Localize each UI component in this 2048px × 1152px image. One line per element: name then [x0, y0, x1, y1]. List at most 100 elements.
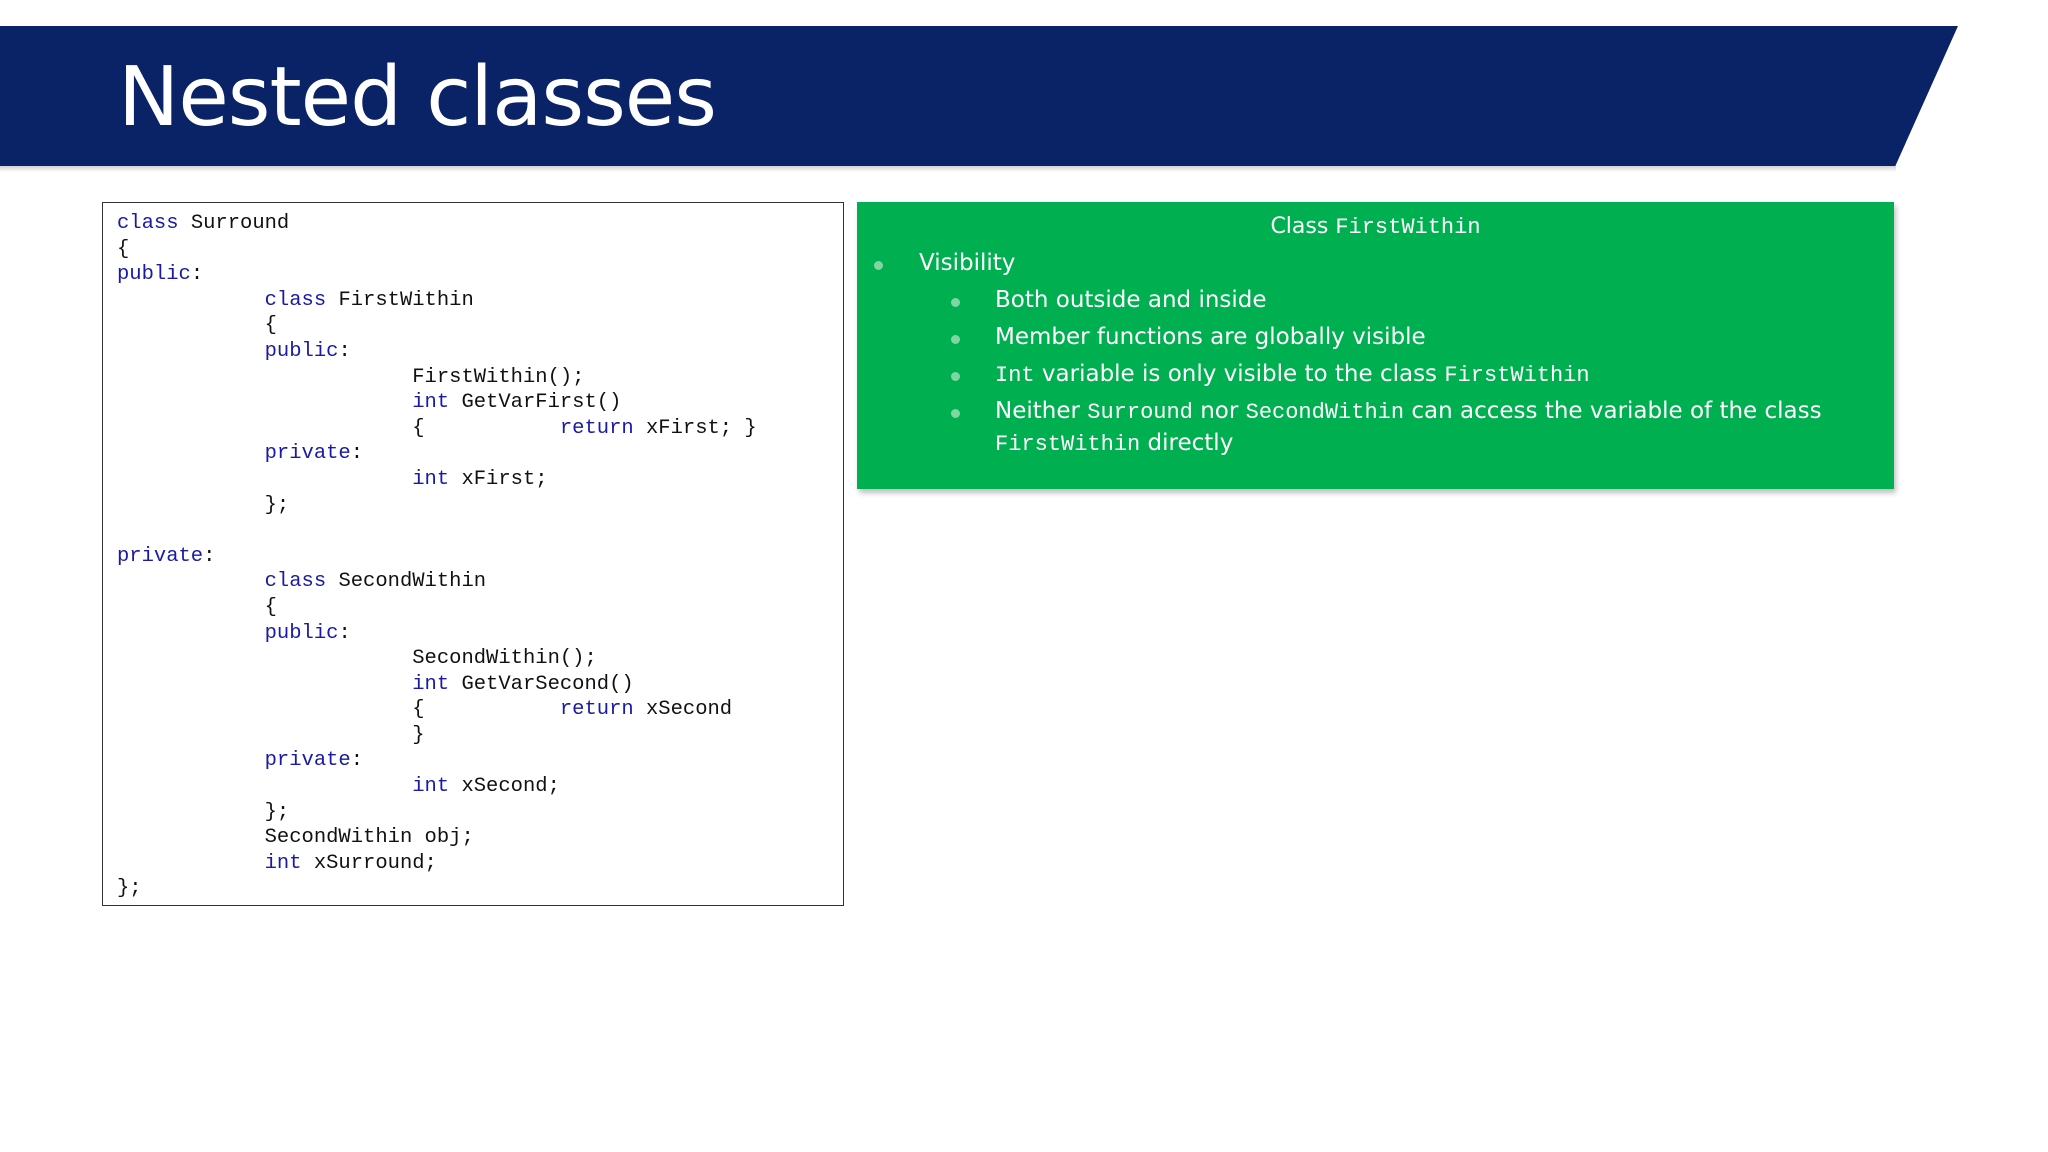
- code-text: FirstWithin: [326, 288, 474, 312]
- code-text: }: [117, 723, 425, 747]
- info-panel-title: Class FirstWithin: [857, 212, 1894, 243]
- code-text: [117, 340, 265, 363]
- code-line: public:: [117, 339, 843, 365]
- code-line: };: [117, 493, 843, 519]
- code-line: [117, 518, 843, 544]
- code-line: int xSecond;: [117, 774, 843, 800]
- code-text: GetVarFirst(): [449, 391, 622, 415]
- code-text: [117, 775, 412, 798]
- code-text: {: [117, 595, 277, 619]
- code-listing: class Surround{public: class FirstWithin…: [102, 202, 844, 906]
- code-text: :: [338, 621, 351, 645]
- code-line: class SecondWithin: [117, 569, 843, 595]
- bullet-visibility: Visibility: [919, 250, 1016, 276]
- code-keyword: return: [559, 416, 634, 440]
- code-line: SecondWithin obj;: [117, 825, 843, 851]
- code-text: };: [117, 877, 142, 901]
- code-text: {: [117, 416, 560, 440]
- code-keyword: class: [264, 570, 327, 594]
- code-line: private:: [117, 544, 843, 570]
- code-text: FirstWithin();: [117, 365, 585, 389]
- code-text: [117, 391, 412, 414]
- code-text: :: [203, 544, 216, 568]
- code-text: :: [338, 339, 351, 363]
- code-text: xFirst; }: [633, 416, 757, 440]
- code-text: xSecond: [633, 698, 733, 722]
- code-text: SecondWithin();: [117, 647, 597, 671]
- code-text: [117, 570, 265, 593]
- code-line: public:: [117, 621, 843, 647]
- title-banner: [0, 26, 1958, 166]
- code-line: { return xFirst; }: [117, 416, 843, 442]
- code-text: SecondWithin: [326, 570, 487, 594]
- code-line: public:: [117, 262, 843, 288]
- bullet-neither-continued: FirstWithin directly: [995, 427, 1233, 461]
- code-line: {: [117, 237, 843, 263]
- bullet-dot: [874, 261, 883, 270]
- code-text: :: [190, 263, 204, 287]
- code-line: {: [117, 313, 843, 339]
- bullet-dot: [951, 335, 960, 344]
- code-text: Surround: [178, 212, 290, 235]
- bullet-dot: [951, 298, 960, 307]
- code-keyword: public: [117, 263, 191, 287]
- code-text: xSecond;: [449, 775, 560, 799]
- code-text: [117, 289, 265, 312]
- code-keyword: int: [412, 775, 450, 799]
- bullet-int-variable: Int variable is only visible to the clas…: [995, 358, 1590, 392]
- code-keyword: int: [412, 467, 450, 491]
- code-text: [117, 673, 412, 696]
- bullet-text: variable is only visible to the class: [1034, 361, 1445, 387]
- code-text: [117, 468, 412, 491]
- code-text: {: [117, 698, 560, 722]
- code-secondwithin: SecondWithin: [1245, 400, 1405, 425]
- bullet-dot: [951, 409, 960, 418]
- bullet-dot: [951, 372, 960, 381]
- code-text: };: [117, 800, 290, 824]
- code-text: :: [350, 442, 364, 466]
- code-line: int xSurround;: [117, 851, 843, 877]
- code-line: private:: [117, 441, 843, 467]
- code-text: xSurround;: [301, 851, 437, 875]
- code-text: :: [350, 749, 364, 773]
- title-banner-shadow: [0, 166, 1896, 172]
- code-text: [117, 852, 265, 875]
- code-firstwithin: FirstWithin: [1444, 363, 1590, 388]
- code-text: };: [117, 493, 290, 517]
- bullet-text: can access the variable of the class: [1404, 398, 1822, 424]
- code-line: class Surround: [117, 211, 843, 237]
- code-keyword: public: [264, 621, 339, 645]
- code-surround: Surround: [1087, 400, 1193, 425]
- code-int: Int: [995, 363, 1035, 388]
- code-line: private:: [117, 748, 843, 774]
- info-panel: Class FirstWithin Visibility Both outsid…: [857, 202, 1894, 489]
- code-keyword: return: [559, 698, 634, 722]
- code-line: class FirstWithin: [117, 288, 843, 314]
- code-keyword: private: [264, 749, 351, 773]
- code-keyword: int: [264, 851, 302, 875]
- code-line: };: [117, 876, 843, 902]
- code-line: SecondWithin();: [117, 646, 843, 672]
- code-text: GetVarSecond(): [449, 672, 634, 696]
- info-title-prefix: Class: [1270, 214, 1336, 239]
- code-line: int GetVarFirst(): [117, 390, 843, 416]
- code-line: { return xSecond: [117, 697, 843, 723]
- code-text: [117, 622, 265, 645]
- slide-title: Nested classes: [118, 50, 717, 145]
- code-line: };: [117, 800, 843, 826]
- code-line: }: [117, 723, 843, 749]
- code-keyword: int: [412, 672, 450, 696]
- code-keyword: class: [264, 288, 327, 312]
- code-keyword: int: [412, 391, 450, 415]
- code-line: {: [117, 595, 843, 621]
- code-text: {: [117, 237, 130, 261]
- code-line: FirstWithin();: [117, 365, 843, 391]
- bullet-text: nor: [1192, 398, 1246, 424]
- bullet-text: Neither: [995, 398, 1088, 424]
- bullet-text: directly: [1140, 430, 1234, 456]
- code-keyword: public: [264, 339, 339, 363]
- code-keyword: private: [264, 442, 351, 466]
- bullet-neither: Neither Surround nor SecondWithin can ac…: [995, 395, 1822, 429]
- code-text: xFirst;: [449, 467, 548, 491]
